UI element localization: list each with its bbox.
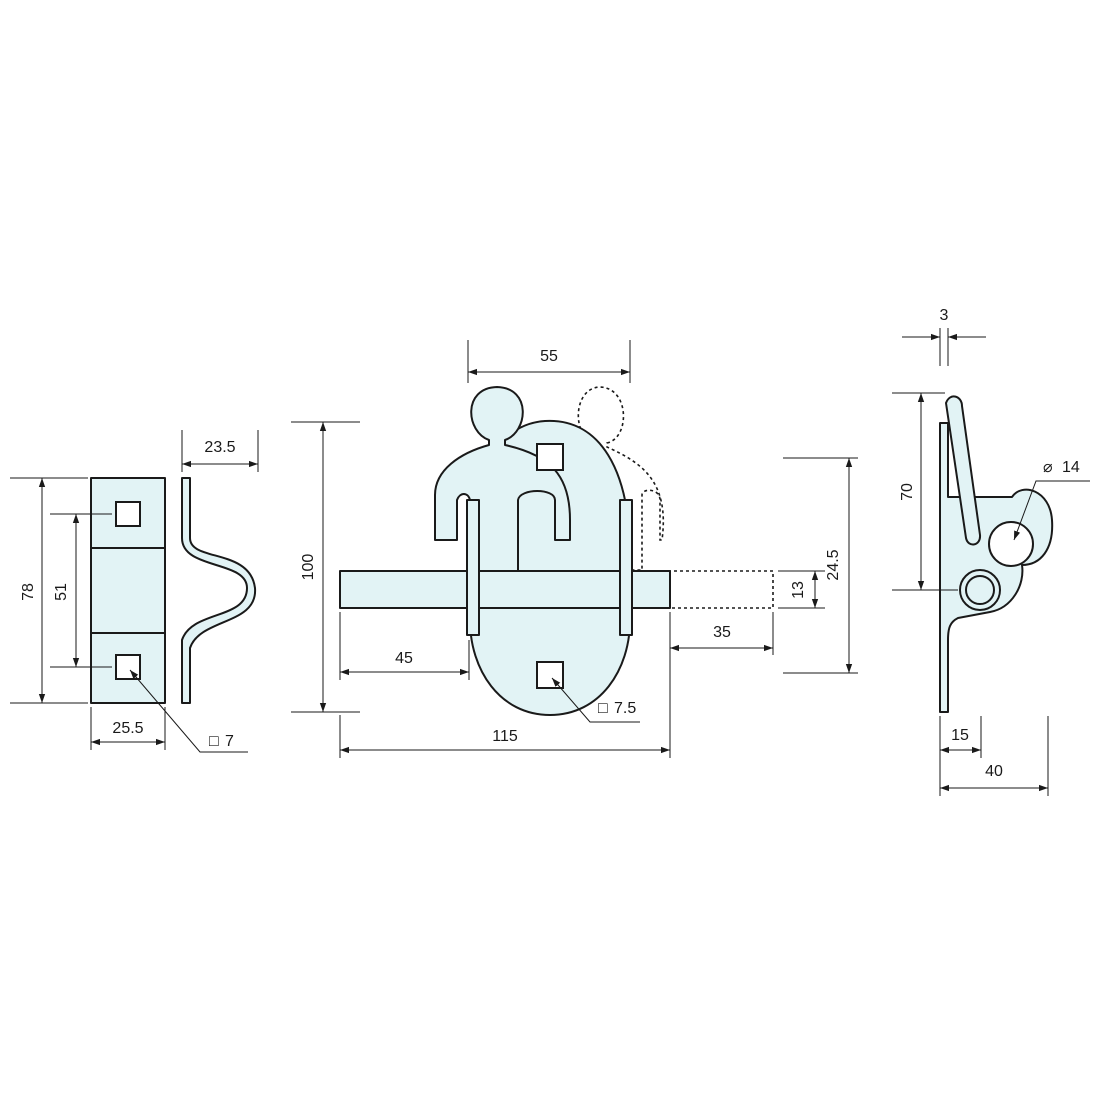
side-dimensions (892, 328, 1090, 796)
bolt-offset-label: 24.5 (825, 549, 842, 580)
latch-side-view (939, 395, 1054, 713)
keeper-hole-label: 7 (225, 733, 234, 750)
side-lever (945, 395, 982, 546)
plate-upper-hole (536, 443, 564, 471)
latch-dimensions (291, 340, 858, 758)
bolt-guide-right (619, 499, 633, 636)
plate-hole-label: 7.5 (614, 700, 636, 717)
lever-hole (988, 521, 1034, 567)
keeper-dimensions (10, 430, 259, 753)
bolt-guide-left (466, 499, 480, 636)
lever-hole-diameter-symbol: ⌀ (1043, 459, 1053, 476)
side-depth-inner-label: 15 (951, 727, 969, 744)
bolt-travel-label: 35 (713, 624, 731, 641)
keeper-front-view (90, 477, 166, 704)
plate-lower-hole (536, 661, 564, 689)
handle-spacing-label: 55 (540, 348, 558, 365)
keeper-upper-hole (115, 501, 141, 527)
bolt-left-label: 45 (395, 650, 413, 667)
keeper-depth-label: 23.5 (204, 439, 235, 456)
keeper-hole-square-symbol: □ (209, 733, 219, 750)
side-bracket (939, 422, 1054, 713)
plate-hole-square-symbol: □ (598, 700, 608, 717)
keeper-width-label: 25.5 (112, 720, 143, 737)
keeper-side-profile (181, 477, 257, 704)
bolt-width-label: 13 (790, 581, 807, 599)
keeper-hole-spacing-label: 51 (53, 583, 70, 601)
thickness-label: 3 (940, 307, 949, 324)
side-height-label: 70 (899, 483, 916, 501)
lever-hole-label: 14 (1062, 459, 1080, 476)
body-height-label: 100 (300, 554, 317, 581)
latch-handle (434, 386, 571, 575)
bolt-end-inner (965, 575, 995, 605)
keeper-height-label: 78 (20, 583, 37, 601)
overall-length-label: 115 (492, 728, 518, 745)
latch-front-view (339, 386, 774, 716)
side-depth-label: 40 (985, 763, 1003, 780)
keeper-lower-hole (115, 654, 141, 680)
latch-bolt (339, 570, 671, 609)
